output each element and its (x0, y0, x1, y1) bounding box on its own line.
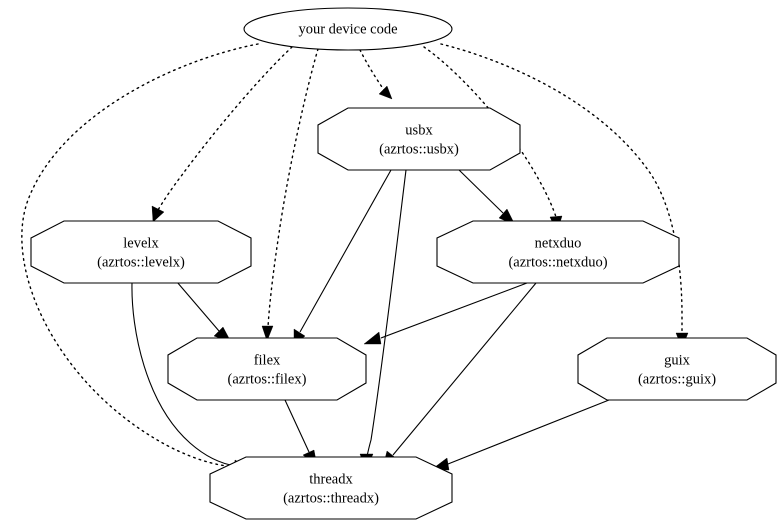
edge-levelx-to-filex (176, 281, 232, 343)
edge-device-to-guix (440, 43, 689, 349)
edge-device-to-filex (261, 48, 319, 342)
node-netxduo[interactable]: netxduo (azrtos::netxduo) (436, 220, 680, 284)
edge-filex-to-threadx (284, 399, 318, 467)
node-label-levelx-name: levelx (123, 235, 159, 251)
node-label-guix-package: (azrtos::guix) (638, 371, 716, 387)
edge-device-to-levelx (151, 46, 293, 223)
edge-netxduo-to-threadx (382, 282, 537, 468)
node-label-guix-name: guix (664, 352, 691, 368)
node-threadx[interactable]: threadx (azrtos::threadx) (209, 456, 453, 520)
node-label-netxduo-package: (azrtos::netxduo) (508, 254, 607, 270)
node-label-netxduo-name: netxduo (535, 235, 582, 251)
edge-guix-to-threadx (430, 399, 610, 471)
node-your-device-code[interactable]: your device code (243, 7, 453, 51)
node-levelx[interactable]: levelx (azrtos::levelx) (30, 220, 252, 284)
edge-usbx-to-netxduo (456, 167, 516, 226)
edge-usbx-to-threadx (359, 169, 407, 471)
node-label-threadx-package: (azrtos::threadx) (283, 490, 379, 506)
edge-usbx-to-filex (293, 169, 392, 346)
node-layer: your device code usbx (azrtos::usbx) lev… (30, 7, 777, 520)
node-label-levelx-package: (azrtos::levelx) (97, 254, 185, 270)
edge-device-to-usbx (359, 49, 393, 100)
node-label-filex-name: filex (254, 352, 281, 368)
node-label-threadx-name: threadx (309, 471, 353, 487)
node-guix[interactable]: guix (azrtos::guix) (577, 337, 777, 401)
node-label-usbx-name: usbx (405, 122, 433, 138)
node-label-filex-package: (azrtos::filex) (228, 371, 307, 387)
node-label-usbx-package: (azrtos::usbx) (379, 141, 459, 157)
edge-netxduo-to-filex (363, 282, 528, 345)
node-filex[interactable]: filex (azrtos::filex) (167, 337, 367, 401)
node-usbx[interactable]: usbx (azrtos::usbx) (317, 107, 521, 171)
node-label-your-device-code: your device code (298, 21, 397, 37)
